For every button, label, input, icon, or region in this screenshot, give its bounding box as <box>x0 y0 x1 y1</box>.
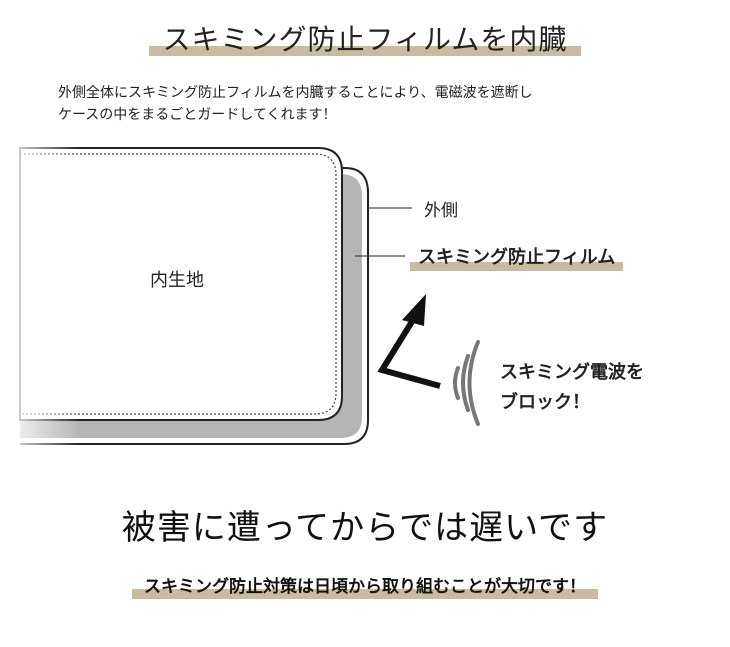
left-fade <box>0 138 80 448</box>
inner-lining-outline <box>19 147 343 421</box>
label-wave-line-1: スキミング電波を <box>500 362 644 383</box>
bottom-message: スキミング防止対策は日頃から取り組むことが大切です！ <box>132 572 598 599</box>
wave-icon <box>453 340 480 426</box>
case-diagram: 外側 スキミング防止フィルム 内生地 スキミング電波を ブロック！ <box>0 138 730 478</box>
label-film-wrap: スキミング防止フィルム <box>410 243 624 271</box>
case-illustration <box>0 138 480 448</box>
bounce-arrow-head <box>402 294 426 326</box>
label-wave: スキミング電波を ブロック！ <box>500 358 700 418</box>
label-wave-line-2: ブロック！ <box>500 392 590 413</box>
headline-area: 被害に遭ってからでは遅いです <box>0 500 730 549</box>
label-film: スキミング防止フィルム <box>410 243 624 271</box>
label-inner: 内生地 <box>150 270 204 291</box>
title-area: スキミング防止フィルムを内臓 <box>0 18 730 58</box>
bounce-arrow-line <box>377 318 441 389</box>
page-title: スキミング防止フィルムを内臓 <box>148 18 582 58</box>
intro-line-1: 外側全体にスキミング防止フィルムを内臓することにより、電磁波を遮断し <box>58 85 533 101</box>
headline: 被害に遭ってからでは遅いです <box>121 508 609 548</box>
label-outer: 外側 <box>424 201 458 221</box>
bottom-message-area: スキミング防止対策は日頃から取り組むことが大切です！ <box>0 572 730 599</box>
intro-text: 外側全体にスキミング防止フィルムを内臓することにより、電磁波を遮断し ケースの中… <box>58 82 698 126</box>
intro-line-2: ケースの中をまるごとガードしてくれます！ <box>58 107 337 123</box>
inner-stitching <box>20 153 337 415</box>
